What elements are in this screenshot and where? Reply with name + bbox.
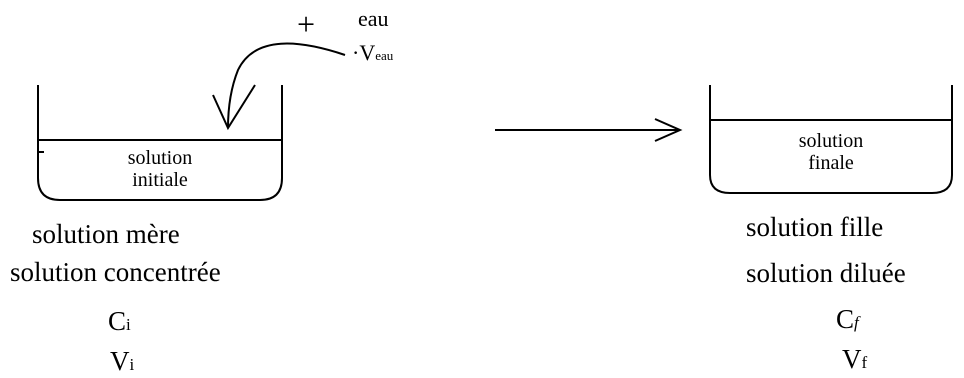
right-concentration: Cf	[836, 306, 859, 333]
left-beaker-text-line2: initiale	[132, 169, 188, 191]
right-beaker-text-line2: finale	[808, 152, 854, 174]
left-v-var: V	[110, 346, 130, 376]
right-c-var: C	[836, 304, 855, 334]
label-solution-fille: solution fille	[746, 212, 884, 242]
left-c-sub: i	[126, 315, 131, 334]
right-volume: Vf	[842, 346, 867, 373]
right-v-sub: f	[861, 353, 868, 372]
right-beaker-text-line1: solution	[798, 130, 864, 152]
left-beaker	[37, 85, 283, 201]
label-solution-mere: solution mère	[32, 219, 180, 249]
left-beaker-text-line1: solution	[127, 147, 193, 169]
right-c-sub: f	[854, 313, 859, 332]
water-volume-sub: eau	[375, 48, 394, 63]
left-concentration: Ci	[108, 308, 131, 335]
water-volume-var: ·V	[352, 40, 376, 65]
transform-arrowhead	[654, 118, 683, 142]
pour-curve	[227, 42, 346, 129]
right-beaker-text: solution finale	[771, 130, 891, 174]
left-c-var: C	[108, 306, 127, 336]
pour-arrowhead	[212, 84, 256, 131]
water-label: eau	[358, 6, 389, 31]
left-volume: Vi	[110, 348, 134, 375]
plus-sign: +	[297, 6, 316, 42]
left-beaker-text: solution initiale	[100, 147, 220, 191]
label-solution-diluee: solution diluée	[746, 258, 906, 288]
right-beaker	[709, 85, 953, 194]
left-v-sub: i	[129, 355, 135, 374]
water-volume-label: ·Veau	[352, 42, 393, 64]
label-solution-concentree: solution concentrée	[10, 257, 221, 287]
right-v-var: V	[842, 344, 862, 374]
